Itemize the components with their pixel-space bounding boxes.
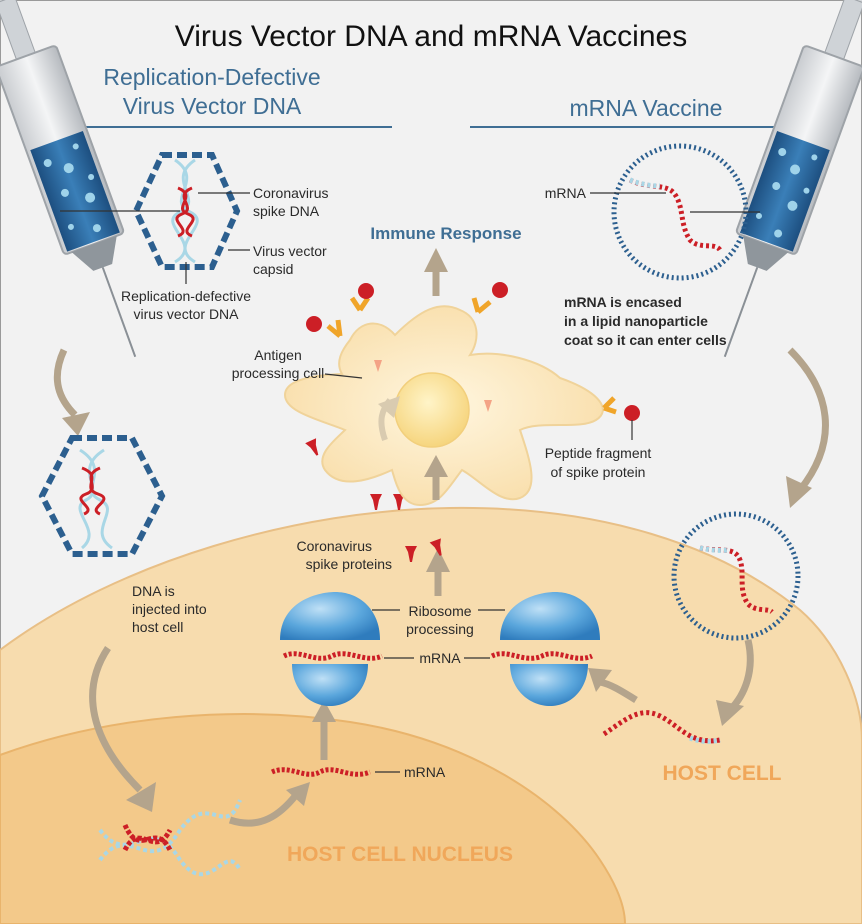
arrow-head [716,700,744,726]
arrow-head [426,548,450,572]
vector-dna-label-line2: virus vector DNA [133,306,239,322]
left-syringe [0,0,137,358]
nanoparticle-at-membrane [671,511,801,641]
arrow-head [424,455,448,477]
nanoparticle-mrna [628,177,723,252]
immune-response-label: Immune Response [370,224,521,243]
right-ribosome-mrna [490,651,594,661]
injecting-dna-helix [78,448,113,550]
right-heading: mRNA Vaccine [570,95,723,121]
injected-label-line1: DNA is [132,583,175,599]
encased-label-line2: in a lipid nanoparticle [564,313,708,329]
injected-label-line2: injected into [132,601,207,617]
spike-proteins [305,438,442,562]
spike-proteins-label-line2: spike proteins [306,556,392,572]
arrow-head [378,396,400,418]
left-ribosome [280,592,380,706]
peptide-label-line1: Peptide fragment [545,445,652,461]
released-mrna-cap [689,735,721,744]
nanoparticle-mrna-label: mRNA [545,185,587,201]
host-cell-nucleus [0,713,627,924]
peptide-label-line2: of spike protein [551,464,646,480]
arrow-head [286,782,310,806]
spike-dna-label-line1: Coronavirus [253,185,328,201]
injected-label-line3: host cell [132,619,183,635]
vector-dna-label-line1: Replication-defective [121,288,251,304]
ribosome-label-line1: Ribosome [408,603,471,619]
encased-label-line3: coat so it can enter cells [564,332,727,348]
arrow-head [786,476,812,508]
nucleus-dna-helix [98,799,242,877]
arrow-head [588,668,612,692]
ribosome-label-line2: processing [406,621,474,637]
apc-label-line2: processing cell [232,365,325,381]
capsid-label-line1: Virus vector [253,243,327,259]
arrow-head [312,700,336,722]
right-ribosome [500,592,600,706]
virus-vector-dna-helix [171,158,199,264]
spike-dna-label-line2: spike DNA [253,203,320,219]
host-cell-nucleus-label: HOST CELL NUCLEUS [287,843,513,866]
page-title: Virus Vector DNA and mRNA Vaccines [175,20,687,53]
arrow-nanoparticle-to-cell [787,347,829,493]
nanoparticle-mrna-cap [629,177,661,189]
left-heading-line2: Virus Vector DNA [123,93,302,119]
arrow-syringe-to-capsid [53,348,78,418]
apc-label-line1: Antigen [254,347,301,363]
apc-nucleus [394,372,470,448]
membrane-nanoparticle-mrna-cap [699,545,729,553]
encased-label-line1: mRNA is encased [564,294,682,310]
released-mrna [602,710,721,744]
ribosome-mrna-label: mRNA [419,650,461,666]
apc-leader [324,373,363,379]
arrow-into-nucleus [89,646,143,793]
spike-proteins-label-line1: Coronavirus [297,538,372,554]
capsid-label-line2: capsid [253,261,293,277]
nucleus-mrna-label: mRNA [404,764,446,780]
arrow-dna-to-mrna [228,792,299,827]
host-cell-label: HOST CELL [663,762,782,785]
arrow-head [62,412,90,436]
nucleus-mrna-strand [270,767,371,777]
right-syringe [723,0,862,358]
arrow-head [126,782,156,812]
left-heading-line1: Replication-Defective [103,64,320,90]
arrow-head [424,248,448,272]
apc-receptors [306,282,640,421]
virus-vector-capsid [132,152,241,270]
